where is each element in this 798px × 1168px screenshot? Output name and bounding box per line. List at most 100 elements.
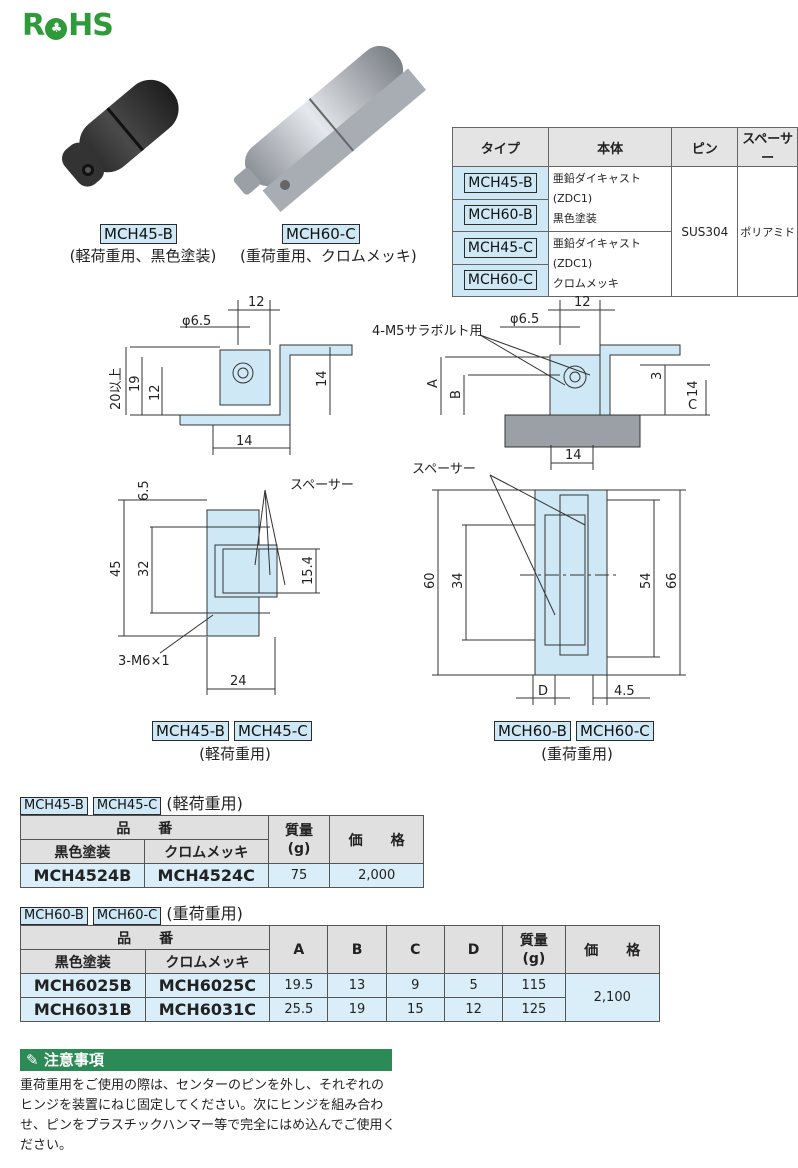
dim-C-value: 9 (385, 973, 445, 998)
dim-A-value: 25.5 (269, 997, 329, 1022)
dim-D-value: 5 (443, 973, 504, 998)
col-header-price: 価 格 (329, 815, 424, 864)
dim-14h: 14 (236, 434, 253, 449)
dim-60: 60 (423, 572, 438, 589)
body-material-cell: 亜鉛ダイキャスト(ZDC1) クロムメッキ (547, 231, 673, 297)
col-header-black: 黒色塗装 (20, 839, 145, 864)
dim-54: 54 (639, 572, 654, 589)
col-header-mass: 質量 (g) (267, 815, 331, 864)
dim-C: C (688, 398, 697, 413)
dim-20-min: 20以上 (109, 367, 124, 410)
mass-value: 115 (502, 973, 566, 998)
dim-12: 12 (574, 295, 591, 310)
dim-14h: 14 (565, 448, 582, 463)
dim-15-4: 15.4 (301, 556, 316, 585)
part-no-black: MCH6031B (20, 997, 146, 1022)
dim-B: B (449, 390, 464, 399)
light-price-table: 品 番 質量 (g) 価 格 黒色塗装 クロムメッキ MCH4524B MCH4… (20, 815, 424, 888)
type-cell: MCH45-C (452, 231, 549, 265)
dim-12v: 12 (148, 384, 163, 401)
dim-32: 32 (137, 560, 152, 577)
col-header-A: A (269, 925, 329, 974)
col-header-part-no: 品 番 (20, 815, 269, 840)
dim-D-value: 12 (443, 997, 504, 1022)
mounting-base-shape (504, 414, 641, 448)
dim-34: 34 (451, 572, 466, 589)
type-cell: MCH60-C (452, 263, 549, 297)
dim-6-5: 6.5 (137, 480, 152, 501)
rohs-leaf-icon: ♣ (45, 18, 68, 40)
dim-24: 24 (230, 674, 247, 689)
spacer-label: スペーサー (290, 478, 354, 493)
technical-drawings: 12 φ6.5 20以上 19 12 14 14 12 φ6.5 4-M5サラボ… (109, 295, 710, 705)
drawing-caption-heavy-tags: MCH60-B MCH60-C (494, 721, 654, 741)
dim-A-value: 19.5 (269, 973, 329, 998)
part-no-chrome: MCH6025C (144, 973, 271, 998)
dim-14v: 14 (686, 380, 701, 397)
dim-pin-dia: φ6.5 (510, 312, 539, 327)
col-header-chrome: クロムメッキ (143, 839, 269, 864)
caution-title: 注意事項 (43, 1051, 104, 1069)
product-tag-mch60c: MCH60-C (282, 224, 360, 244)
col-header-C: C (385, 925, 445, 974)
col-header-pin: ピン (671, 127, 739, 167)
dim-3: 3 (650, 372, 665, 380)
col-header-D: D (443, 925, 504, 974)
drawing-caption-light-note: (軽荷重用) (199, 745, 271, 763)
dim-19: 19 (128, 375, 143, 392)
dim-4-5: 4.5 (614, 684, 635, 699)
part-no-chrome: MCH4524C (143, 863, 269, 888)
col-header-black: 黒色塗装 (20, 949, 146, 974)
light-section-heading: MCH45-B MCH45-C (軽荷重用) (20, 790, 243, 815)
pin-material-cell: SUS304 (671, 166, 739, 297)
col-header-type: タイプ (452, 127, 549, 167)
price-value: 2,100 (564, 973, 660, 1022)
dim-pin-dia: φ6.5 (182, 314, 211, 329)
mass-value: 125 (502, 997, 566, 1022)
heavy-hinge-front-view-shape (534, 489, 608, 676)
pin-hole-shape (232, 362, 254, 384)
body-material-cell: 亜鉛ダイキャスト(ZDC1) 黒色塗装 (547, 166, 673, 232)
col-header-part-no: 品 番 (19, 925, 271, 950)
dim-C-value: 15 (385, 997, 445, 1022)
drawing-caption-light-tags: MCH45-B MCH45-C (152, 721, 312, 741)
dim-45: 45 (109, 560, 124, 577)
dim-66: 66 (665, 572, 680, 589)
part-no-chrome: MCH6031C (144, 997, 271, 1022)
heavy-price-table: 品 番 A B C D 質量 (g) 価 格 黒色塗装 クロムメッキ MCH60… (19, 925, 660, 1022)
col-header-chrome: クロムメッキ (144, 949, 271, 974)
pencil-icon: ✎ (26, 1051, 39, 1069)
col-header-body: 本体 (547, 127, 673, 167)
type-cell: MCH60-B (452, 198, 549, 232)
spacer-material-cell: ポリアミド (737, 166, 798, 297)
dim-D: D (538, 684, 548, 699)
bolt-note: 4-M5サラボルト用 (372, 324, 482, 339)
product-note-mch45b: (軽荷重用、黒色塗装) (69, 247, 217, 265)
heavy-section-heading: MCH60-B MCH60-C (重荷重用) (20, 900, 243, 925)
dim-14v: 14 (315, 370, 330, 387)
dim-B-value: 13 (327, 973, 387, 998)
product-tag-mch45b: MCH45-B (100, 224, 177, 244)
price-value: 2,000 (329, 863, 424, 888)
type-cell: MCH45-B (452, 166, 549, 200)
rohs-logo: R♣HS (22, 8, 114, 43)
col-header-mass: 質量 (g) (502, 925, 566, 974)
col-header-B: B (327, 925, 387, 974)
product-photo-mch60c (233, 45, 427, 212)
hinge-plate-shape (180, 344, 353, 426)
col-header-spacer: スペーサー (737, 127, 798, 167)
spacer-label: スペーサー (412, 462, 476, 477)
mass-value: 75 (267, 863, 331, 888)
part-no-black: MCH4524B (20, 863, 145, 888)
thread-note: 3-M6×1 (118, 654, 170, 669)
dim-B-value: 19 (327, 997, 387, 1022)
caution-text: 重荷重用をご使用の際は、センターのピンを外し、それぞれのヒンジを装置にねじ固定し… (20, 1078, 396, 1153)
col-header-price: 価 格 (564, 925, 660, 974)
dim-A: A (426, 379, 441, 388)
product-photo-mch45b (61, 79, 179, 187)
drawing-caption-heavy-note: (重荷重用) (541, 745, 613, 763)
material-spec-table: タイプ 本体 ピン スペーサー MCH45-B 亜鉛ダイキャスト(ZDC1) 黒… (452, 127, 798, 297)
part-no-black: MCH6025B (20, 973, 146, 998)
product-note-mch60c: (重荷重用、クロムメッキ) (240, 247, 417, 265)
dim-12: 12 (248, 295, 265, 310)
